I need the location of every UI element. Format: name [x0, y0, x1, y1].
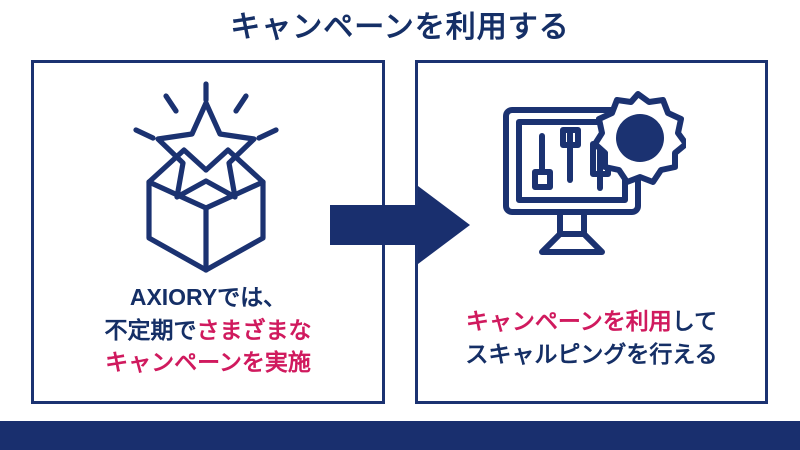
- caption-left: AXIORYでは、 不定期でさまざまな キャンペーンを実施: [31, 281, 385, 379]
- caption-right: キャンペーンを利用して スキャルピングを行える: [415, 305, 768, 370]
- caption-left-line-2: 不定期でさまざまな: [31, 314, 385, 347]
- caption-left-line-3: キャンペーンを実施: [31, 346, 385, 379]
- caption-left-line-1: AXIORYでは、: [31, 281, 385, 314]
- monitor-chart-badge-icon: [498, 88, 689, 268]
- caption-right-seg-2-1: スキャルピングを行える: [465, 340, 718, 367]
- caption-right-seg-1-2: して: [671, 308, 718, 334]
- panel-right: [415, 60, 768, 404]
- caption-right-line-1: キャンペーンを利用して: [415, 305, 768, 338]
- caption-right-line-2: スキャルピングを行える: [415, 338, 768, 371]
- caption-left-seg-2-1: 不定期で: [104, 316, 197, 343]
- caption-left-seg-2-2: さまざまな: [196, 316, 312, 343]
- bottom-bar: [0, 421, 800, 450]
- caption-left-seg-3-1: キャンペーンを実施: [105, 349, 311, 376]
- page-title: キャンペーンを利用する: [230, 11, 570, 44]
- caption-left-seg-1-1: AXIORYでは、: [129, 284, 287, 310]
- open-box-with-star-icon: [105, 78, 310, 273]
- right-arrow-icon: [330, 186, 470, 264]
- caption-right-seg-1-1: キャンペーンを利用: [465, 308, 672, 334]
